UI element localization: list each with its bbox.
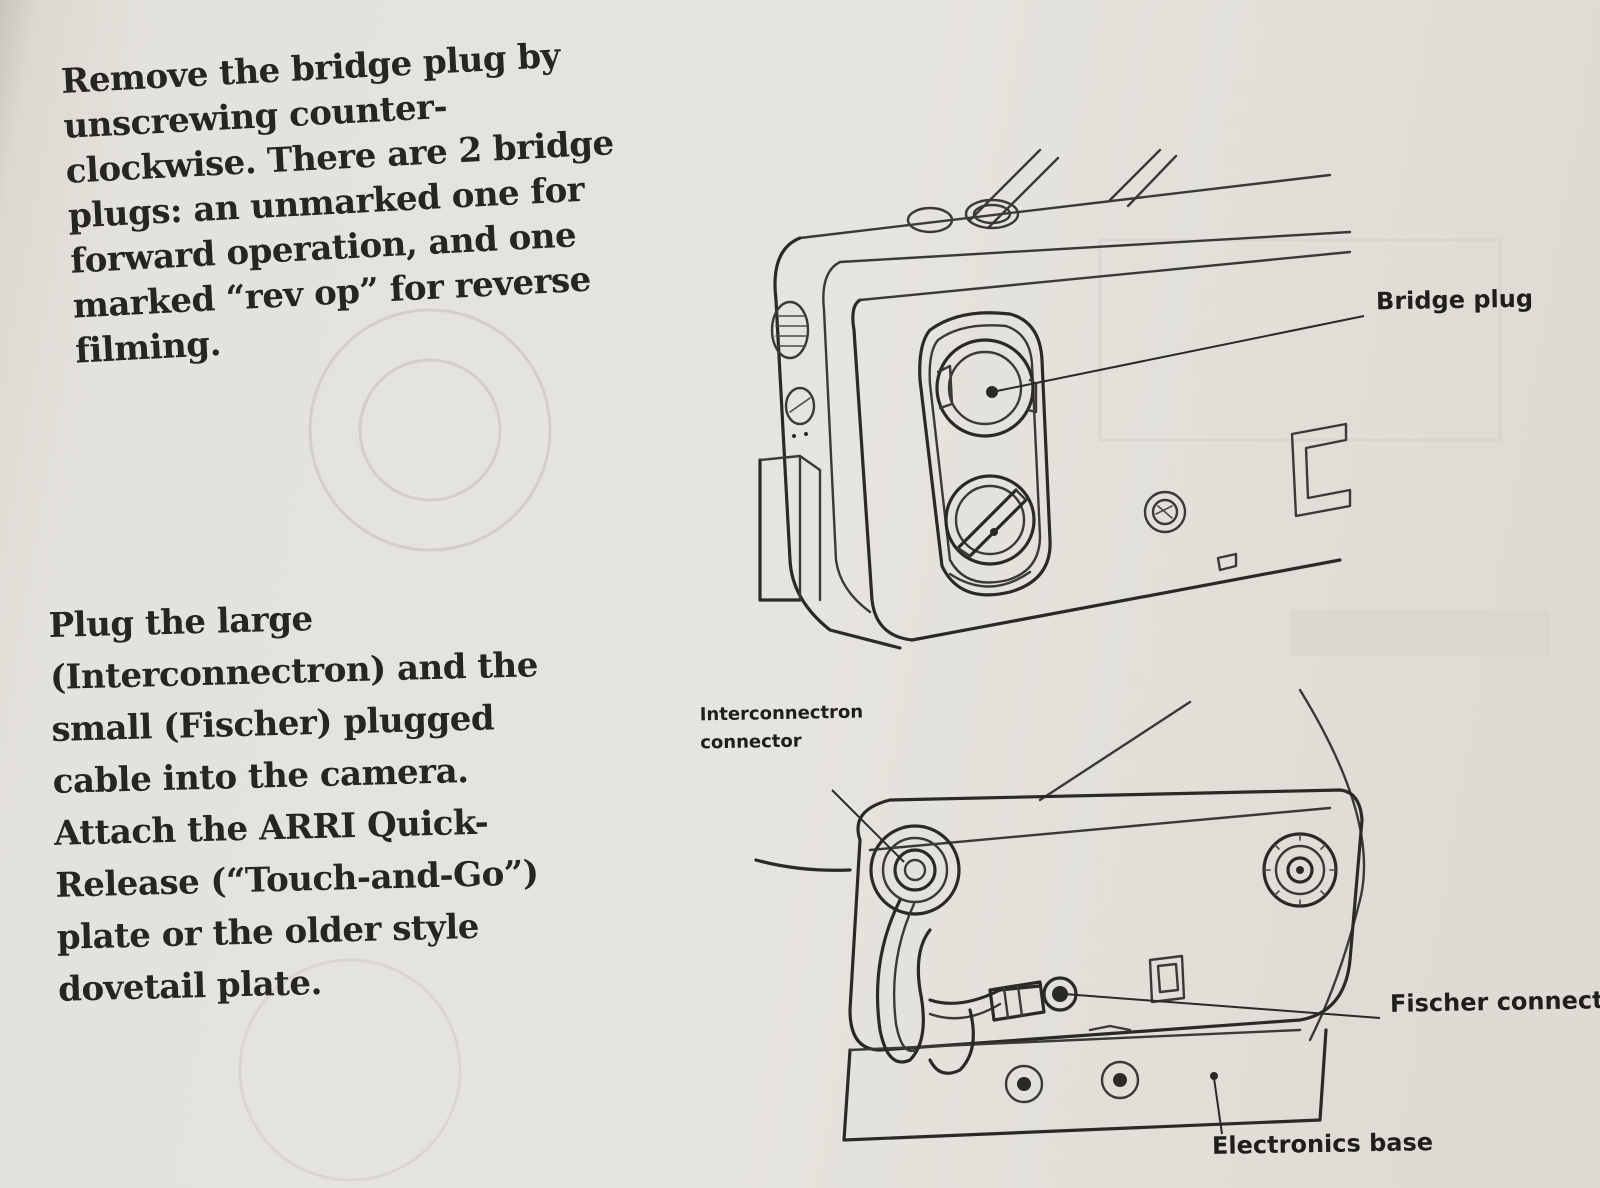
paragraph-bridge-plug: Remove the bridge plug by unscrewing cou… xyxy=(60,31,624,374)
paragraph-plug-cables: Plug the large (Interconnectron) and the… xyxy=(48,587,547,1016)
callout-interconnectron-connector: Interconnectron connector xyxy=(700,699,864,758)
bleed-through-shapes xyxy=(240,240,1550,1180)
callout-line: Interconnectron xyxy=(699,701,864,726)
callout-fischer-connector: Fischer connect xyxy=(1389,986,1600,1018)
camera-bottom-view xyxy=(756,690,1380,1140)
callout-bridge-plug: Bridge plug xyxy=(1375,284,1534,316)
callout-line: connector xyxy=(700,730,802,754)
camera-top-view xyxy=(760,150,1364,648)
callout-electronics-base: Electronics base xyxy=(1211,1128,1434,1160)
